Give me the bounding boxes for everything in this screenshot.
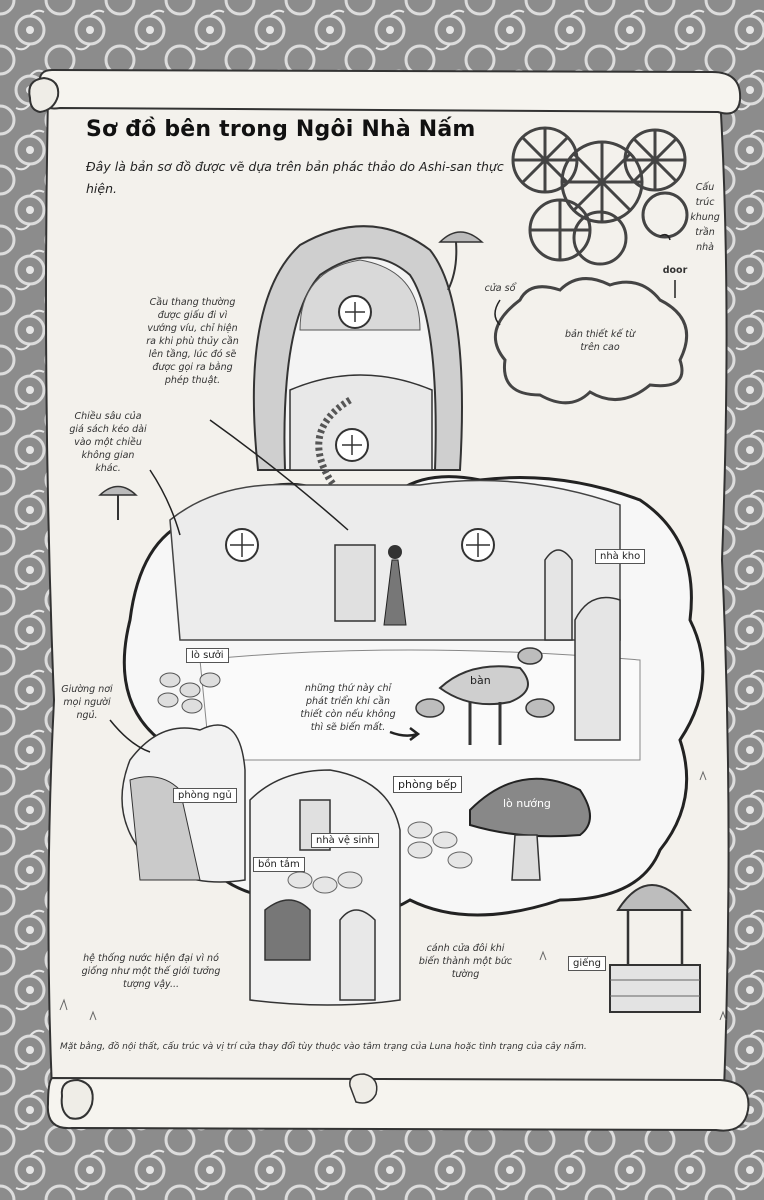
top-view-floorplan (494, 277, 689, 405)
ceiling-structure-label: Cấu trúc khung trần nhà (690, 182, 720, 253)
stairs-note: Cầu thang thường được giấu đi vì vướng v… (146, 297, 239, 386)
room-label-storage: nhà kho (595, 549, 646, 564)
room-label-well: giếng (568, 956, 606, 971)
room-label-fireplace: lò sưởi (186, 648, 229, 663)
room-label-bathtub: bồn tắm (253, 857, 305, 872)
mushroom-house-drawing (98, 225, 705, 1006)
water-note: hệ thống nước hiện đại vì nó giống như m… (81, 953, 221, 990)
footer-note: Mặt bằng, đồ nội thất, cấu trúc và vị tr… (60, 1042, 587, 1052)
double-door-note: cánh cửa đôi khi biến thành một bức tườn… (418, 943, 513, 980)
page-title: Sơ đồ bên trong Ngôi Nhà Nấm (86, 117, 476, 142)
door-label: door (662, 265, 688, 276)
bed-note: Giường nơi mọi người ngủ. (61, 684, 113, 721)
room-label-toilet: nhà vệ sinh (311, 833, 379, 848)
bookshelf-note: Chiều sâu của giá sách kéo dài vào một c… (69, 411, 147, 474)
ceiling-structure-diagram (511, 126, 689, 266)
window-label: cửa sổ (484, 283, 516, 294)
room-label-bedroom: phòng ngủ (173, 788, 237, 803)
room-label-oven: lò nướng (503, 797, 551, 810)
top-view-caption: bản thiết kế từ trên cao (565, 329, 635, 353)
room-label-kitchen: phòng bếp (393, 776, 462, 793)
room-label-table: bàn (470, 674, 491, 687)
furniture-note: những thứ này chỉ phát triển khi cần thi… (300, 683, 396, 733)
page-subtitle: Đây là bản sơ đồ được vẽ dựa trên bản ph… (86, 159, 504, 196)
well-drawing (609, 884, 701, 1013)
